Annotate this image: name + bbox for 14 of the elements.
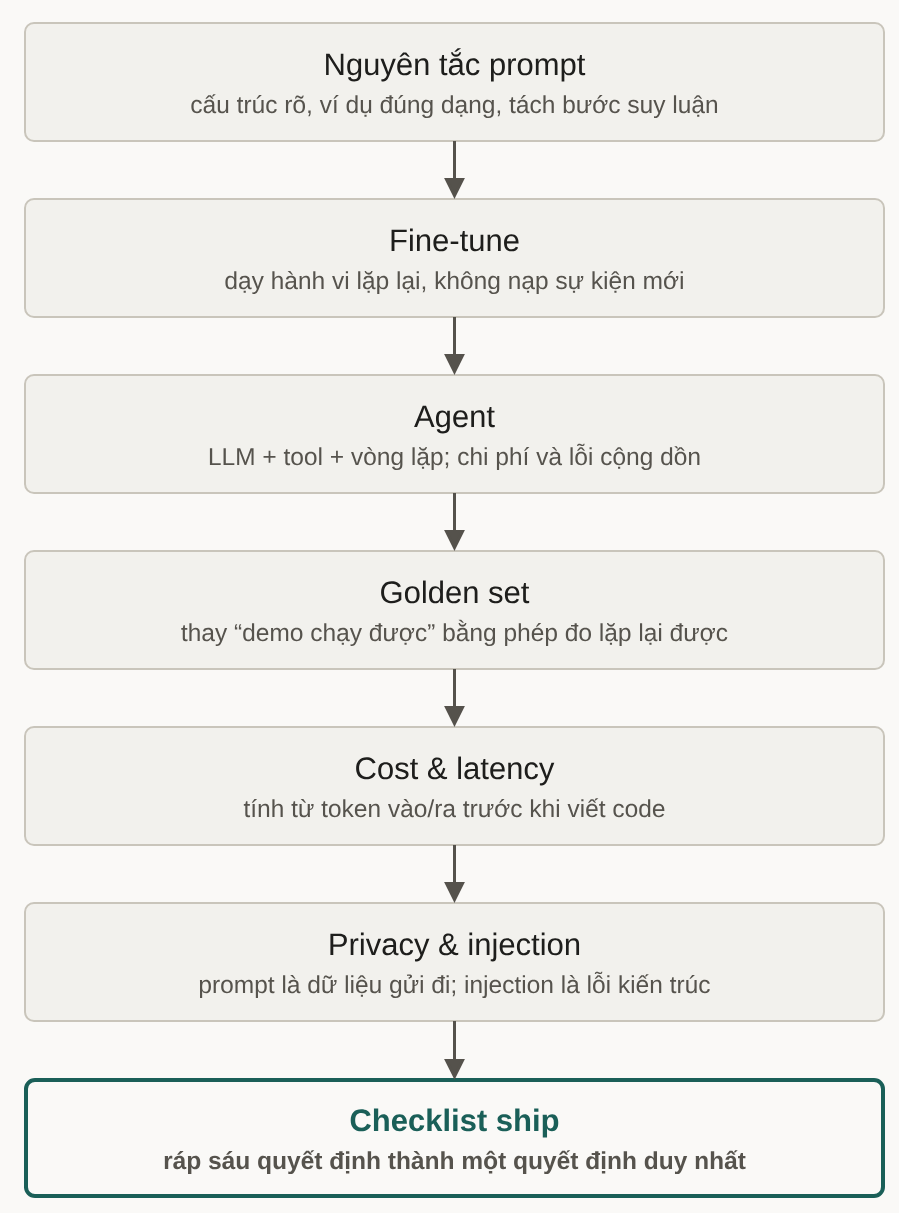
step-title: Privacy & injection	[330, 932, 580, 962]
step-title: Nguyên tắc prompt	[326, 48, 586, 82]
step-description: cấu trúc rõ, ví dụ đúng dạng, tách bước suy luận	[191, 94, 717, 119]
step-title: Golden set	[381, 580, 530, 604]
step-title: Checklist ship	[350, 1108, 559, 1138]
step-title: Cost & latency	[356, 756, 555, 786]
step-description: ráp sáu quyết định thành một quyết định duy nhất	[164, 1150, 746, 1175]
step-title: Agent	[414, 405, 495, 434]
step-description: LLM + tool + vòng lặp; chi phí và lỗi cộng dồn	[209, 443, 700, 471]
step-description: tính từ token vào/ra trước khi viết code	[243, 798, 665, 818]
step-description: dạy hành vi lặp lại, không nạp sự kiện mới	[225, 270, 683, 295]
step-description: thay “demo chạy được” bằng phép đo lặp lại được	[181, 619, 728, 647]
step-title: Fine-tune	[391, 228, 519, 252]
step-description: prompt là dữ liệu gửi đi; injection là lỗi kiến trúc	[199, 971, 710, 999]
